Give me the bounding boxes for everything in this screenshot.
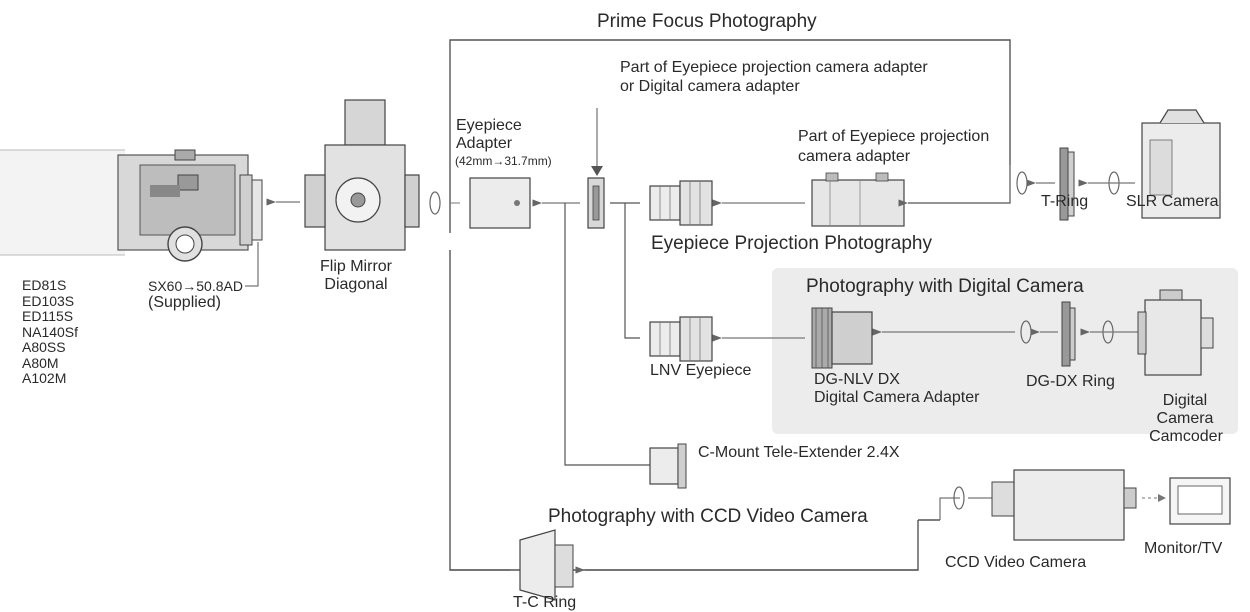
model-label: A80M: [22, 354, 59, 371]
eyepiece-adapter-size-label: (42mm→31.7mm): [455, 154, 552, 168]
dg-nlv-dx-label-line1: DG-NLV DX: [814, 371, 900, 388]
eyepiece-projection-eyepiece-icon: [649, 180, 713, 226]
projection-camera-adapter-icon: [811, 172, 905, 227]
eyepiece-adapter-icon: [469, 177, 531, 229]
c-mount-tele-extender-label: C-Mount Tele-Extender 2.4X: [698, 444, 900, 461]
flip-mirror-diagonal-icon: [304, 99, 420, 251]
eyepiece-adapter-label-line1: Eyepiece: [456, 117, 522, 134]
camcoder-label: Camcoder: [1149, 428, 1223, 445]
part-projection-or-digital-line1: Part of Eyepiece projection camera adapt…: [620, 59, 928, 76]
c-mount-tele-extender-icon: [649, 443, 687, 489]
slr-camera-icon: [1141, 109, 1221, 219]
digital-camera-label-line2: Camera: [1156, 410, 1214, 427]
part-projection-adapter-line2: camera adapter: [798, 148, 911, 165]
diagram-title: Prime Focus Photography: [597, 11, 817, 32]
flip-mirror-label-line2: Diagonal: [324, 276, 388, 293]
supplied-label: (Supplied): [148, 294, 221, 311]
t-ring-icon: [1059, 147, 1075, 221]
prime-focus-frame: [449, 39, 1011, 571]
digital-camera-photography-heading: Photography with Digital Camera: [806, 276, 1084, 297]
model-label: A102M: [22, 370, 67, 386]
ccd-video-photography-heading: Photography with CCD Video Camera: [548, 506, 868, 527]
telescope-models-list: ED81S ED103S ED115S NA140Sf A80SS A80M A…: [22, 277, 79, 387]
t-c-ring-icon: [519, 529, 574, 601]
dg-nlv-dx-adapter-icon: [811, 307, 873, 369]
eyepiece-projection-photography-heading: Eyepiece Projection Photography: [651, 233, 932, 254]
part-projection-or-digital-line2: or Digital camera adapter: [620, 78, 800, 95]
dg-nlv-dx-label-line2: Digital Camera Adapter: [814, 389, 980, 406]
model-label: ED81S: [22, 277, 67, 293]
ccd-video-camera-icon: [991, 469, 1137, 541]
flip-mirror-label-line1: Flip Mirror: [320, 258, 392, 275]
model-label: ED115S: [22, 308, 74, 324]
model-label: NA140Sf: [22, 323, 79, 340]
sx60-adapter-label: SX60→50.8AD: [148, 278, 243, 294]
digital-camera-icon: [1137, 289, 1214, 376]
dg-dx-ring-label: DG-DX Ring: [1026, 373, 1115, 390]
dg-dx-ring-icon: [1061, 301, 1076, 367]
monitor-tv-icon: [1169, 477, 1231, 525]
slr-camera-label: SLR Camera: [1126, 193, 1219, 210]
t-c-ring-label: T-C Ring: [513, 594, 577, 611]
digital-camera-label-line1: Digital: [1162, 392, 1208, 409]
monitor-tv-label: Monitor/TV: [1144, 540, 1223, 557]
model-label: A80SS: [22, 339, 66, 355]
t-ring-label: T-Ring: [1041, 193, 1089, 210]
lnv-eyepiece-icon: [649, 316, 713, 362]
telescope-icon: [0, 149, 263, 262]
branch-lines: [564, 202, 650, 466]
model-label: ED103S: [22, 292, 75, 309]
eyepiece-adapter-label-line2: Adapter: [456, 135, 513, 152]
lnv-eyepiece-label: LNV Eyepiece: [650, 362, 752, 379]
ccd-video-camera-label: CCD Video Camera: [945, 554, 1087, 571]
part-projection-adapter-line1: Part of Eyepiece projection: [798, 128, 990, 145]
t-adapter-icon: [587, 177, 605, 229]
